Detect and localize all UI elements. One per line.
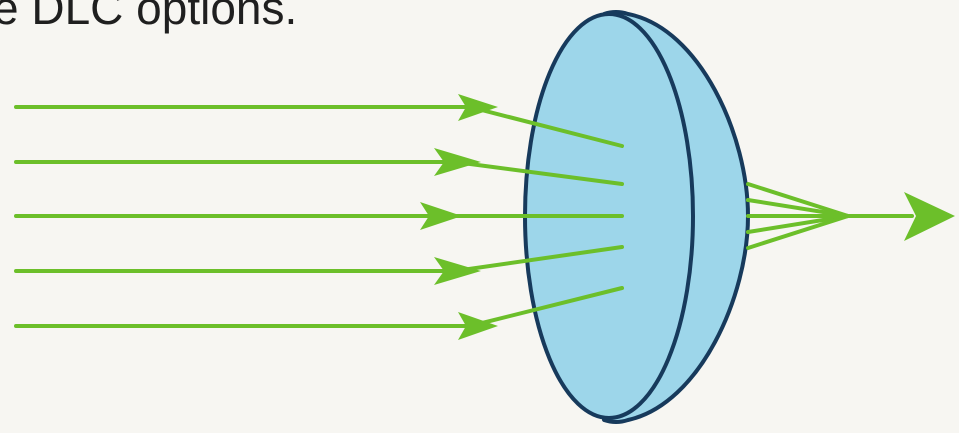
- refracted-rays: [438, 105, 624, 328]
- converging-ray-4: [746, 214, 850, 234]
- incoming-rays: [14, 105, 472, 328]
- converging-rays: [746, 182, 850, 250]
- arrowhead-icon: [434, 257, 481, 285]
- arrowhead-icon: [420, 202, 462, 230]
- output-arrowhead-icon: [904, 192, 955, 241]
- converging-ray-1: [746, 182, 850, 218]
- refracted-ray-2: [453, 160, 624, 186]
- refracted-ray-4: [453, 245, 624, 273]
- caption-text: ve DLC options.: [0, 0, 298, 34]
- incoming-arrowheads: [420, 94, 498, 340]
- output-ray: [846, 192, 955, 241]
- refracted-ray-1: [468, 105, 624, 148]
- converging-ray-5: [746, 214, 850, 250]
- converging-ray-2: [746, 198, 850, 218]
- arrowhead-icon: [434, 148, 481, 176]
- arrowhead-icon: [458, 312, 498, 340]
- refracted-ray-5: [468, 286, 624, 328]
- arrowhead-icon: [458, 94, 498, 121]
